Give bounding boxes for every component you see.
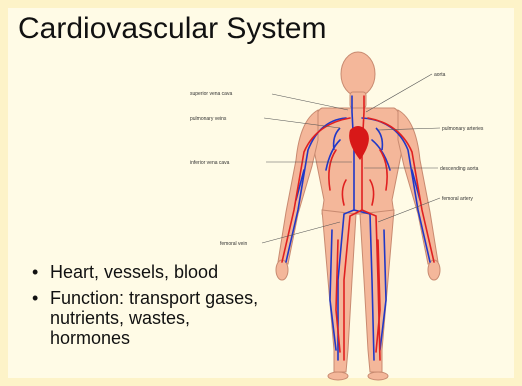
right-hand <box>428 260 440 280</box>
label-femoral-vein: femoral vein <box>220 241 247 247</box>
label-pulmonary-arteries: pulmonary arteries <box>442 126 484 132</box>
label-aorta: aorta <box>434 72 446 78</box>
body-silhouette <box>276 52 440 380</box>
head <box>341 52 375 96</box>
label-inferior-vena-cava: inferior vena cava <box>190 160 230 166</box>
right-foot <box>368 372 388 380</box>
left-hand <box>276 260 288 280</box>
left-foot <box>328 372 348 380</box>
bullet-list: Heart, vessels, blood Function: transpor… <box>30 262 270 354</box>
label-descending-aorta: descending aorta <box>440 166 479 172</box>
label-pulmonary-veins: pulmonary veins <box>190 116 227 122</box>
bullet-item: Heart, vessels, blood <box>30 262 270 282</box>
bullet-item: Function: transport gases, nutrients, wa… <box>30 288 270 348</box>
label-femoral-artery: femoral artery <box>442 196 473 202</box>
label-superior-vena-cava: superior vena cava <box>190 91 232 97</box>
